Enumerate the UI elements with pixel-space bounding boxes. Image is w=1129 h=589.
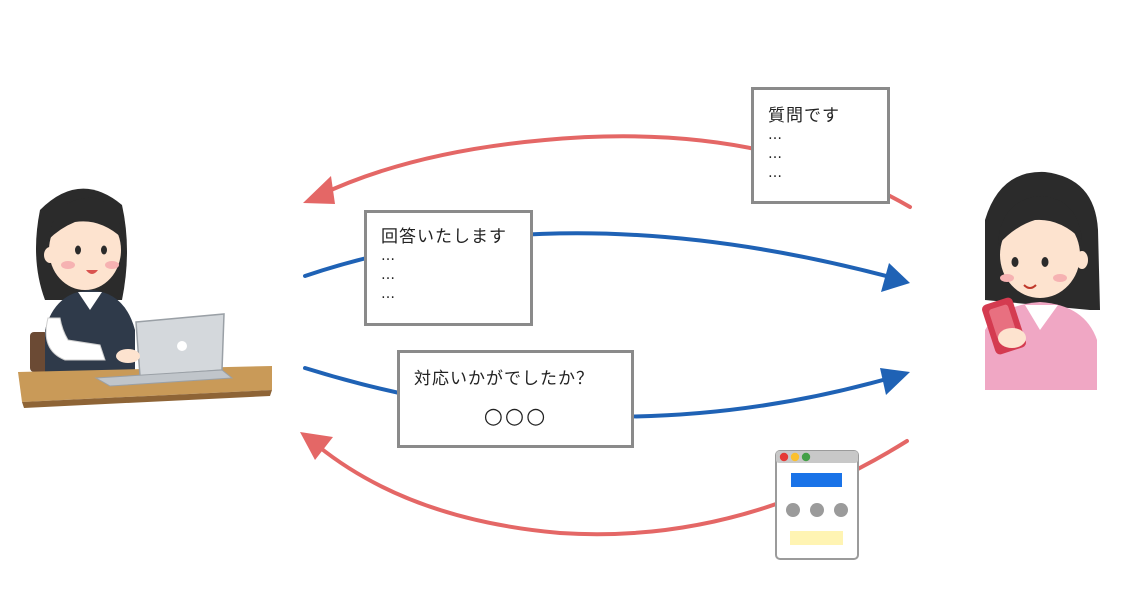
answer-title: 回答いたします	[381, 227, 507, 247]
survey-title: 対応いかがでしたか？	[414, 369, 594, 389]
survey-options: ○○○	[483, 404, 548, 429]
operator-at-laptop-icon	[18, 188, 272, 408]
question-line-1: …	[768, 127, 782, 143]
answer-line-3: …	[381, 286, 395, 302]
customer-with-smartphone-icon	[982, 171, 1100, 390]
question-line-3: …	[768, 165, 782, 181]
answer-line-2: …	[381, 267, 395, 283]
survey-form-window-icon	[775, 450, 859, 560]
answer-message-box: 回答いたします … … …	[364, 210, 533, 326]
question-line-2: …	[768, 146, 782, 162]
question-message-box: 質問です … … …	[751, 87, 890, 204]
question-title: 質問です	[768, 106, 840, 126]
survey-message-box: 対応いかがでしたか？ ○○○	[397, 350, 634, 448]
answer-line-1: …	[381, 248, 395, 264]
